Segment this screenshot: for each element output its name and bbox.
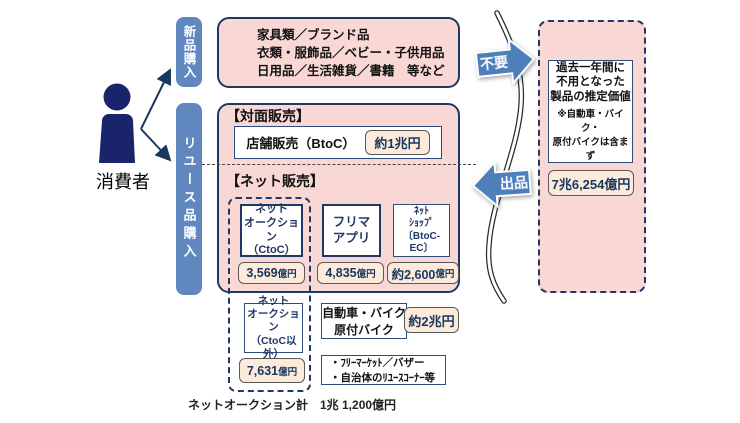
estimate-line3: 製品の推定価値: [550, 90, 631, 103]
new-items-line3: 日用品／生活雑貨／書籍 等など: [257, 63, 445, 78]
unneeded-arrow: 不要: [474, 37, 536, 86]
ctoc-line2: オークション: [244, 216, 299, 243]
net-auction-ctoc-box: ネット オークション （CtoC）: [240, 203, 303, 257]
other-channels-box: ・ﾌﾘｰﾏｰｹｯﾄ／バザー ・自治体のﾘﾕｰｽｺｰﾅｰ等: [321, 355, 446, 385]
store-sales-box: 店舗販売（BtoC） 約1兆円: [234, 126, 442, 159]
furima-line2: アプリ: [332, 230, 371, 245]
store-sales-label: 店舗販売（BtoC）: [246, 136, 356, 151]
arrow-to-new-purchase: [140, 68, 172, 130]
furima-line1: フリマ: [332, 214, 371, 229]
store-sales-value-badge: 約1兆円: [365, 130, 430, 155]
consumer-icon: [99, 83, 135, 163]
vehicles-line1: 自動車・バイク: [322, 306, 406, 320]
ctoc-other-line1: ネット: [257, 295, 290, 308]
netshop-line1: ﾈｯﾄ: [414, 205, 429, 217]
netshop-value: 約2,600: [391, 267, 436, 282]
wavy-outer: [485, 10, 525, 304]
furima-unit: 億円: [356, 269, 376, 280]
new-items-line2: 衣類・服飾品／ベビー・子供用品: [257, 45, 445, 60]
consumer-flow-arrows: [140, 68, 172, 162]
vehicles-box: 自動車・バイク 原付バイク: [321, 303, 407, 339]
list-item-arrow-shape: [471, 159, 532, 209]
bar-new-purchase: 新品購入: [176, 17, 202, 87]
list-item-arrow-label: 出品: [499, 174, 528, 192]
net-shop-box: ﾈｯﾄ ｼｮｯﾌﾟ 〔BtoC-EC〕: [393, 204, 450, 257]
estimate-line1: 過去一年間に: [556, 62, 625, 74]
bar-reuse-purchase: リユース品購入: [176, 103, 202, 295]
unneeded-arrow-label: 不要: [479, 54, 509, 73]
face-net-divider: [202, 164, 476, 165]
net-auction-other-box: ネット オークション （CtoC以外）: [244, 295, 303, 360]
other-channels-line1: ・ﾌﾘｰﾏｰｹｯﾄ／バザー: [330, 357, 425, 369]
wavy-inner: [487, 11, 523, 303]
netshop-line2: ｼｮｯﾌﾟ: [409, 218, 434, 229]
new-items-panel: 家具類／ブランド品 衣類・服飾品／ベビー・子供用品 日用品／生活雑貨／書籍 等な…: [217, 17, 460, 88]
ctoc-unit: 億円: [277, 269, 297, 280]
wavy-divider: [485, 10, 525, 304]
vehicles-value-badge: 約2兆円: [404, 307, 459, 333]
ctoc-other-line3: （CtoC以外）: [250, 334, 297, 360]
estimate-note2: 原付バイクは含まず: [552, 137, 629, 162]
estimate-value-badge: 7兆6,254億円: [548, 170, 634, 196]
ctoc-other-value: 7,631: [246, 363, 279, 378]
person-head: [103, 83, 131, 111]
ctoc-line1: ネット: [255, 203, 288, 215]
net-sales-heading: 【ネット販売】: [226, 173, 324, 189]
ctoc-line3: （CtoC）: [247, 244, 296, 257]
list-item-arrow: 出品: [471, 159, 532, 209]
face-sales-heading: 【対面販売】: [226, 108, 310, 124]
netshop-unit: 億円: [435, 269, 455, 280]
consumer-label: 消費者: [96, 172, 150, 192]
furima-value: 4,835: [325, 266, 357, 280]
ctoc-other-line2: オークション: [247, 308, 300, 334]
unneeded-arrow-shape: [474, 37, 536, 86]
estimate-line2: 不用となった: [556, 76, 625, 89]
other-channels-line2: ・自治体のﾘﾕｰｽｺｰﾅｰ等: [330, 372, 435, 384]
ctoc-value: 3,569: [246, 266, 278, 280]
arrow-to-reuse-purchase: [140, 128, 172, 162]
netshop-line3: 〔BtoC-EC〕: [402, 230, 441, 255]
person-body: [99, 114, 135, 163]
auction-total-note: ネットオークション計 1兆 1,200億円: [188, 398, 397, 412]
estimate-note1: ※自動車・バイク・: [557, 109, 624, 134]
furima-app-box: フリマ アプリ: [322, 204, 381, 257]
net-auction-group-outline: [228, 197, 311, 392]
estimate-text-box: 過去一年間に 不用となった 製品の推定価値 ※自動車・バイク・ 原付バイクは含ま…: [548, 60, 633, 163]
ctoc-other-unit: 億円: [278, 366, 298, 378]
vehicles-line2: 原付バイク: [334, 323, 394, 337]
new-items-line1: 家具類／ブランド品: [257, 27, 370, 42]
